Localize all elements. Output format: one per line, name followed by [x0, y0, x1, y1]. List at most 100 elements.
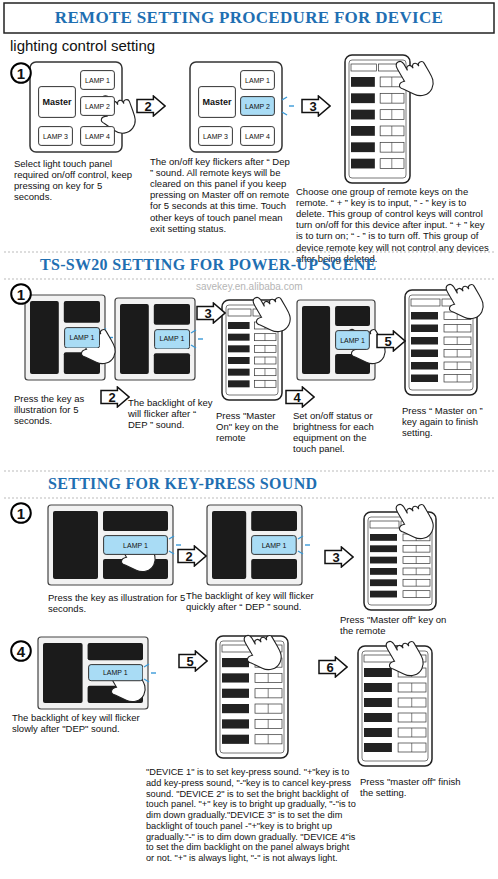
step-number-text: 4: [293, 390, 306, 405]
touch-panel: [190, 62, 282, 152]
pointing-hand: [246, 287, 295, 340]
title-banner: [4, 3, 494, 33]
step-description: Select light touch panel required on/off…: [14, 158, 138, 202]
pointing-hand: [237, 625, 286, 678]
step-description: Press "Master off" key on the remote: [340, 614, 452, 636]
touch-panel: [207, 505, 302, 585]
step-number-text: 1: [17, 286, 25, 303]
panel-key: LAMP 1: [88, 664, 143, 681]
step-number-text: 1: [17, 65, 25, 82]
touch-panel: [297, 300, 375, 380]
step-description: Press “ Master on ” key again to finish …: [402, 405, 492, 438]
step-arrow: 2: [136, 95, 166, 117]
step-number: 1: [10, 502, 32, 524]
step-number-text: 2: [144, 99, 157, 114]
page-title: REMOTE SETTING PROCEDURE FOR DEVICE: [4, 8, 494, 28]
key-label: LAMP 1: [340, 337, 365, 344]
step-description: Press the key as illustration for 5 seco…: [48, 592, 188, 614]
step-number-text: 2: [108, 390, 121, 405]
flicker-marks: [282, 97, 294, 115]
panel-key: Master: [38, 86, 76, 118]
step-description: Press "master off" finish the setting.: [360, 776, 470, 798]
key-label: LAMP 1: [85, 77, 110, 84]
key-label: LAMP 3: [203, 133, 228, 140]
key-label: LAMP 2: [85, 103, 110, 110]
step-number-text: 5: [186, 654, 199, 669]
step-number-text: 3: [332, 550, 345, 565]
step-number-text: 4: [17, 643, 25, 660]
step-description: "DEVICE 1" is to set key-press sound. "+…: [146, 767, 358, 864]
key-label: LAMP 1: [262, 542, 287, 549]
key-label: LAMP 4: [85, 133, 110, 140]
key-label: LAMP 1: [245, 77, 270, 84]
step-description: The on/off key flickers after “ Dep ” so…: [150, 156, 290, 234]
step-description: Set on/off status or brightness for each…: [293, 410, 377, 454]
panel-key: LAMP 1: [80, 70, 115, 90]
panel-key: LAMP 1: [64, 327, 100, 349]
step-description: lighting control setting: [10, 37, 270, 55]
step-number-text: 1: [17, 505, 25, 522]
rule-line: [4, 279, 494, 280]
panel-key: LAMP 1: [335, 330, 370, 350]
flicker-marks: [191, 330, 203, 348]
touch-panel: [48, 505, 173, 585]
step-number-text: 3: [204, 306, 217, 321]
pointing-hand: [389, 51, 438, 104]
panel-key: LAMP 1: [154, 329, 190, 350]
step-description: The backlight of key will flicker slowly…: [12, 712, 164, 734]
step-arrow: 3: [324, 546, 354, 568]
step-number: 4: [10, 640, 32, 662]
key-label: LAMP 1: [160, 335, 185, 342]
step-description: Press "Master On" key on the remote: [216, 410, 290, 443]
panel-key: LAMP 1: [240, 70, 275, 90]
key-label: LAMP 1: [123, 542, 148, 549]
panel-key: LAMP 2: [80, 96, 115, 116]
step-arrow: 3: [196, 302, 226, 324]
flicker-marks: [298, 536, 310, 554]
key-label: LAMP 1: [103, 669, 128, 676]
key-label: LAMP 4: [245, 133, 270, 140]
rule-line: [4, 498, 494, 499]
panel-key: LAMP 4: [240, 126, 275, 146]
panel-key: LAMP 1: [251, 535, 297, 555]
key-label: LAMP 1: [70, 334, 95, 341]
panel-key: LAMP 3: [38, 126, 73, 146]
key-label: LAMP 3: [43, 133, 68, 140]
touch-panel: [115, 298, 195, 380]
panel-key: LAMP 3: [198, 126, 233, 146]
step-arrow: 6: [318, 656, 348, 678]
pointing-hand: [389, 494, 438, 547]
pointing-hand: [379, 631, 428, 684]
step-number: 1: [10, 62, 32, 84]
step-arrow: 2: [100, 386, 130, 408]
watermark: savekey.en.alibaba.com: [196, 281, 396, 293]
pointing-hand: [439, 274, 488, 327]
rule-line: [4, 471, 494, 472]
step-arrow: 5: [376, 330, 406, 352]
panel-key: LAMP 2: [240, 96, 275, 116]
section-heading: SETTING FOR KEY-PRESS SOUND: [48, 475, 468, 494]
step-arrow: 5: [178, 650, 208, 672]
key-label: LAMP 2: [245, 103, 270, 110]
key-label: Master: [202, 97, 231, 107]
touch-panel: [25, 295, 105, 380]
panel-key: Master: [198, 86, 236, 118]
step-description: The backlight of key will flicker after …: [128, 397, 214, 430]
section-heading: TS-SW20 SETTING FOR POWER-UP SCENE: [40, 256, 480, 275]
step-arrow: 2: [177, 545, 207, 567]
flicker-marks: [144, 664, 156, 682]
step-description: Press the key as illustration for 5 seco…: [14, 393, 106, 426]
step-arrow: 3: [301, 95, 331, 117]
step-number-text: 3: [309, 99, 322, 114]
step-description: Choose one group of remote keys on the r…: [296, 186, 492, 264]
panel-key: LAMP 1: [103, 535, 168, 555]
step-number-text: 6: [326, 660, 339, 675]
step-number-text: 2: [185, 549, 198, 564]
step-number-text: 5: [384, 334, 397, 349]
step-number: 1: [10, 283, 32, 305]
key-label: Master: [42, 97, 71, 107]
step-arrow: 4: [285, 386, 315, 408]
panel-key: LAMP 4: [80, 126, 115, 146]
touch-panel: [30, 62, 122, 152]
step-description: The backlight of key will flicker quickl…: [186, 590, 326, 612]
